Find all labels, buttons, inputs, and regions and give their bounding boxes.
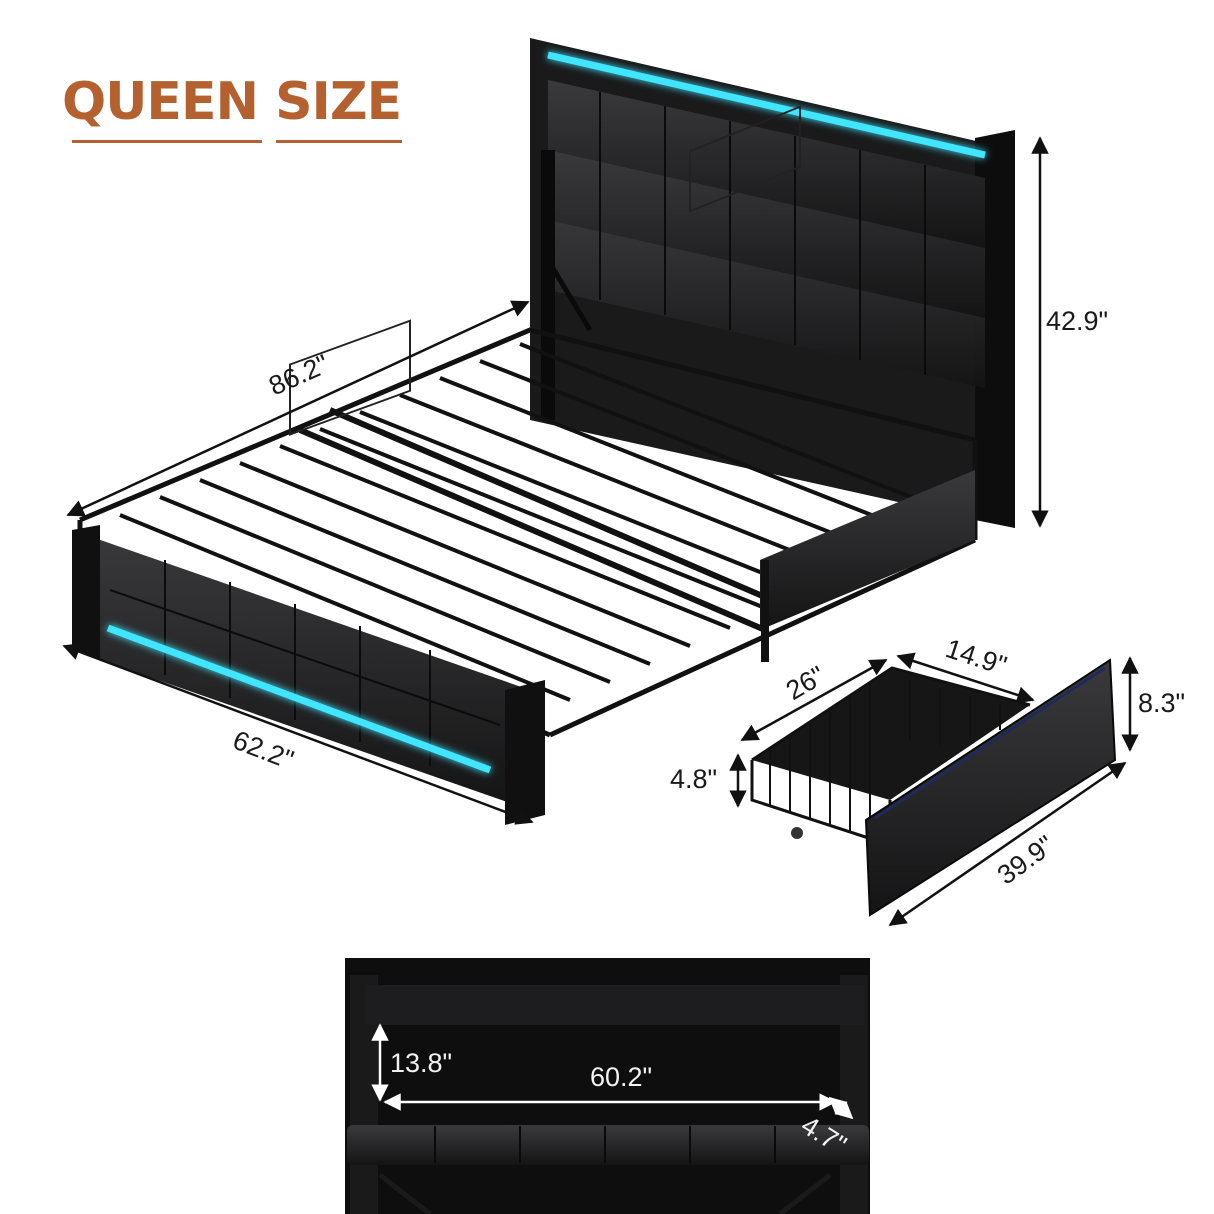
storage-dimension-lines — [371, 1023, 854, 1120]
title-underline-right — [276, 140, 402, 143]
page-title: QUEEN SIZE — [62, 72, 402, 132]
dimension-lines — [62, 136, 1139, 927]
title-underline-left — [72, 140, 262, 143]
drawer-basket-height-label: 4.8" — [670, 764, 718, 794]
drawer-front-height-label: 8.3" — [1138, 688, 1186, 718]
headboard-height-label: 42.9" — [1046, 306, 1109, 336]
side-drawer-front — [760, 470, 975, 630]
storage-width-label: 60.2" — [590, 1062, 653, 1092]
headboard-storage-illustration — [345, 958, 870, 1214]
storage-height-label: 13.8" — [390, 1048, 453, 1078]
headboard — [530, 38, 1015, 528]
